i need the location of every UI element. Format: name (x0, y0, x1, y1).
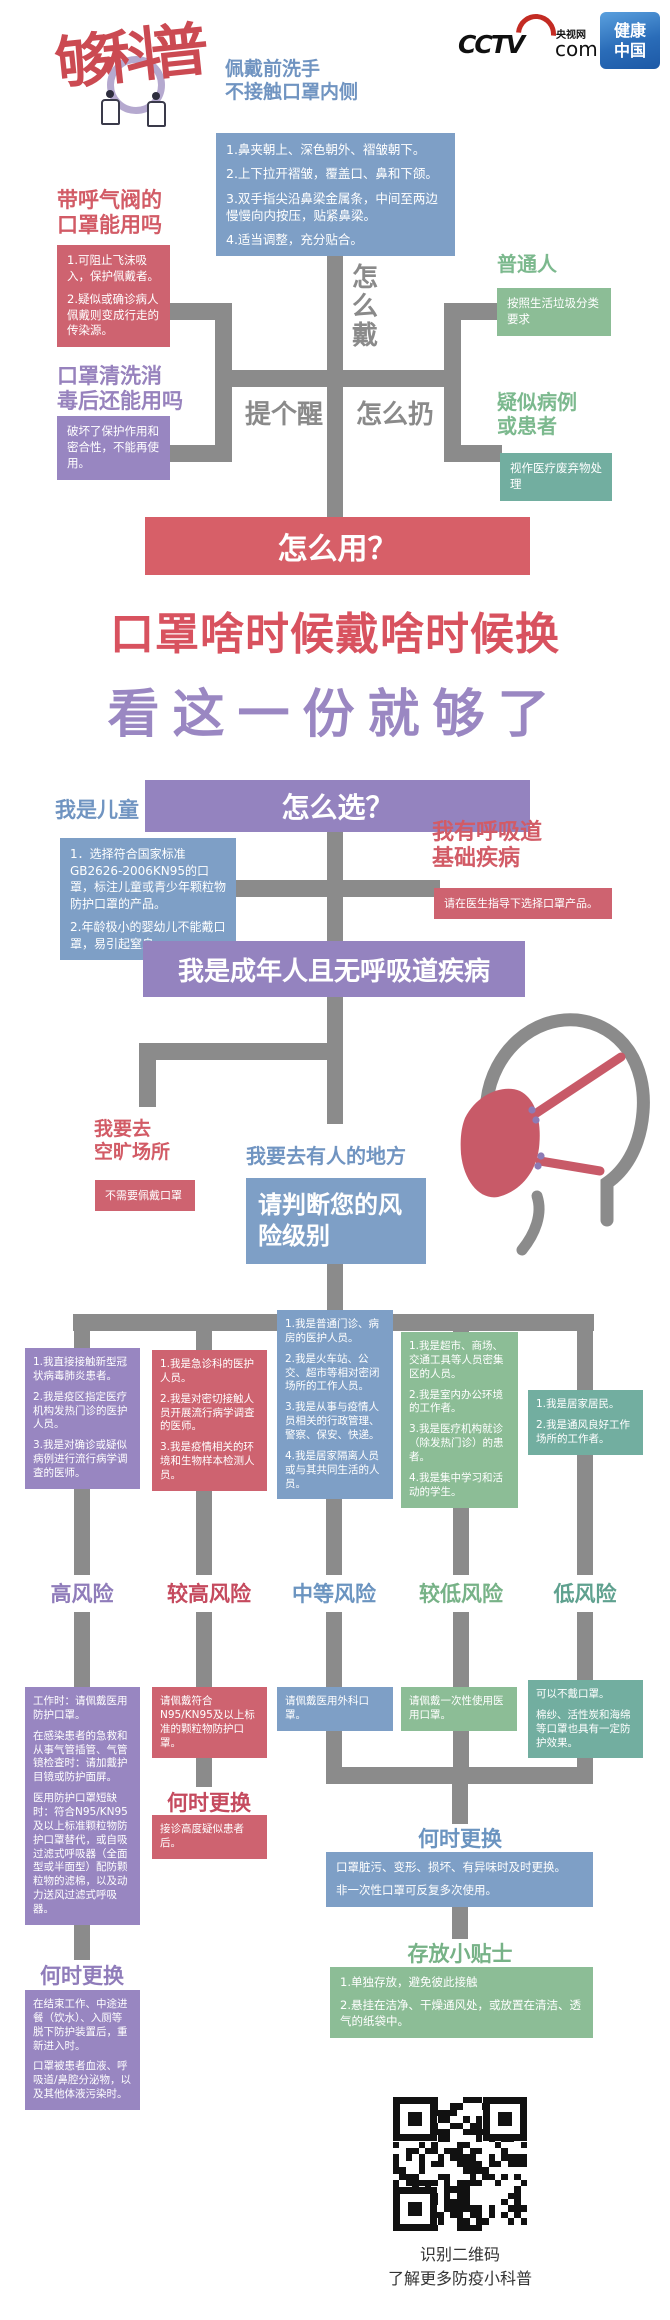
main-title-purple: 看这一份就够了 (107, 685, 563, 745)
doctor-figure-icon (101, 90, 120, 125)
connector (327, 997, 343, 1124)
cctv-wordmark: CCTV (458, 30, 525, 59)
when-replace-box: 接诊高度疑似患者后。 (152, 1815, 267, 1859)
masked-head-illustration (460, 1013, 650, 1256)
risk-advice-box: 请佩戴医用外科口罩。 (277, 1687, 393, 1731)
reuse-after-wash-heading: 口罩清洗消 毒后还能用吗 (57, 364, 183, 414)
adult-banner: 我是成年人且无呼吸道疾病 (143, 941, 525, 997)
risk-prompt-box: 请判断您的风险级别 (246, 1178, 426, 1265)
child-heading: 我是儿童 (55, 798, 139, 822)
open-space-heading: 我要去 空旷场所 (94, 1118, 171, 1163)
connector (452, 1784, 468, 1824)
suspected-case-box: 视作医疗废弃物处理 (500, 453, 612, 501)
risk-advice-box: 请佩戴一次性使用医用口罩。 (401, 1687, 517, 1731)
logo-swirl-icon (107, 56, 165, 114)
connector (444, 303, 461, 462)
how-to-discard-label: 怎么扔 (356, 400, 435, 430)
risk-level-heading: 高风险 (50, 1582, 114, 1606)
risk-criteria-box: 1.我是急诊科的医护人员。2.我是对密切接触人员开展流行病学调查的医师。3.我是… (152, 1350, 267, 1491)
crowded-place-heading: 我要去有人的地方 (246, 1144, 406, 1168)
respiratory-box: 请在医生指导下选择口罩产品。 (434, 888, 612, 920)
connector (230, 880, 440, 897)
risk-advice-box: 请佩戴符合N95/KN95及以上标准的颗粒物防护口罩。 (152, 1687, 267, 1759)
risk-level-heading: 中等风险 (292, 1582, 376, 1606)
connector (452, 1905, 468, 1939)
connector (196, 1612, 212, 1690)
risk-criteria-box: 1.我是居家居民。2.我是通风良好工作场所的工作者。 (528, 1390, 643, 1455)
connector (453, 1612, 469, 1690)
risk-level-heading: 低风险 (553, 1582, 617, 1606)
open-space-box: 不需要佩戴口罩 (95, 1180, 195, 1212)
cctv-site-label: 央视网 (556, 30, 586, 41)
main-title-red: 口罩啥时候戴啥时候换 (110, 609, 560, 660)
connector (215, 370, 461, 387)
connector (168, 303, 232, 320)
qr-finder-icon (393, 2097, 437, 2141)
shared-when-replace-box: 口罩脏污、变形、损坏、有异味时及时更换。非一次性口罩可反复多次使用。 (326, 1852, 593, 1907)
reminder-label: 提个醒 (245, 400, 324, 430)
connector (166, 445, 232, 462)
respiratory-heading: 我有呼吸道 基础疾病 (432, 820, 543, 872)
qr-finder-icon (483, 2097, 527, 2141)
storage-tips-heading: 存放小贴士 (407, 1942, 513, 1966)
cctv-logo: CCTV 央视网 com (458, 5, 608, 64)
health-china-badge: 健康 中国 (600, 12, 660, 69)
how-choose-banner: 怎么选？ (145, 780, 530, 832)
when-replace-heading: 何时更换 (167, 1791, 251, 1815)
connector (326, 1767, 593, 1784)
wash-steps-box: 1.鼻夹朝上、深色朝外、褶皱朝下。2.上下拉开褶皱，覆盖口、鼻和下颌。3.双手指… (216, 133, 455, 257)
suspected-case-heading: 疑似病例 或患者 (497, 390, 577, 438)
when-replace-box: 在结束工作、中途进餐（饮水）、入厕等脱下防护装置后，重新进入时。口罩被患者血液、… (25, 1990, 140, 2111)
risk-advice-box: 工作时：请佩戴医用防护口罩。在感染患者的急救和从事气管插管、气管镜检查时：请加戴… (25, 1687, 140, 1925)
connector (215, 303, 232, 462)
connector (444, 303, 500, 320)
connector (326, 1727, 342, 1769)
ordinary-people-heading: 普通人 (497, 252, 557, 276)
risk-level-heading: 较高风险 (167, 1582, 251, 1606)
wash-hands-heading: 佩戴前洗手 不接触口罩内侧 (225, 58, 359, 103)
doctor-figure-icon (147, 92, 166, 127)
connector (444, 445, 502, 462)
risk-level-heading: 较低风险 (419, 1582, 503, 1606)
logo-wordmark: 够科普 (51, 15, 203, 99)
connector (74, 1612, 90, 1690)
valve-mask-box: 1.可阻止飞沫吸入，保护佩戴者。2.疑似或确诊病人佩戴则变成行走的传染源。 (57, 245, 170, 348)
valve-mask-heading: 带呼气阀的 口罩能用吗 (57, 188, 162, 238)
connector (453, 1727, 469, 1769)
qr-caption: 识别二维码 了解更多防疫小科普 (387, 2245, 532, 2288)
risk-criteria-box: 1.我是普通门诊、病房的医护人员。2.我是火车站、公交、超市等相对密闭场所的工作… (277, 1310, 393, 1500)
shared-when-replace-heading: 何时更换 (418, 1827, 502, 1851)
qr-code (393, 2097, 527, 2231)
gokepu-logo: 够科普 (45, 10, 245, 135)
how-use-banner: 怎么用？ (145, 517, 530, 575)
reuse-after-wash-box: 破坏了保护作用和密合性，不能再使用。 (57, 416, 170, 480)
connector (577, 1612, 593, 1683)
child-box: 1．选择符合国家标准GB2626-2006KN95的口罩，标注儿童或青少年颗粒物… (60, 838, 236, 961)
risk-advice-box: 可以不戴口罩。棉纱、活性炭和海绵等口罩也具有一定防护效果。 (528, 1680, 643, 1759)
connector (139, 1043, 156, 1107)
risk-criteria-box: 1.我直接接触新型冠状病毒肺炎患者。2.我是疫区指定医疗机构发热门诊的医护人员。… (25, 1348, 140, 1489)
risk-criteria-box: 1.我是超市、商场、交通工具等人员密集区的人员。2.我是室内办公环境的工作者。3… (401, 1332, 518, 1508)
how-to-wear-label: 怎 么 戴 (352, 263, 379, 352)
ordinary-people-box: 按照生活垃圾分类要求 (497, 288, 611, 336)
connector (326, 1612, 342, 1690)
connector (139, 1043, 335, 1060)
qr-finder-icon (393, 2187, 437, 2231)
cctv-com-label: com (555, 37, 598, 61)
when-replace-heading: 何时更换 (40, 1964, 124, 1988)
